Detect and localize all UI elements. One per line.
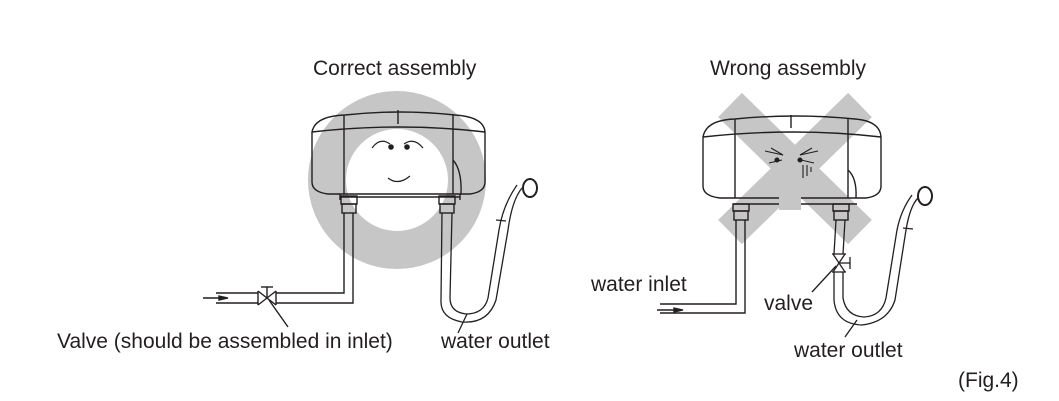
- wrong-assembly-diagram: [657, 92, 933, 338]
- correct-water-outlet-label: water outlet: [441, 330, 550, 353]
- outlet-hose: [440, 178, 538, 334]
- crying-face-icon: [764, 147, 819, 178]
- inlet-pipe: [657, 220, 746, 314]
- correct-assembly-diagram: [203, 91, 538, 334]
- rejection-cross-icon: [718, 92, 872, 245]
- water-heater: [311, 110, 486, 214]
- smiling-face-icon: [371, 140, 424, 183]
- valve-inlet-label: Valve (should be assembled in inlet): [57, 330, 393, 353]
- wrong-water-outlet-label: water outlet: [794, 339, 903, 362]
- wrong-assembly-title: Wrong assembly: [710, 57, 867, 80]
- wrong-valve-label: valve: [764, 292, 814, 315]
- water-heater: [702, 115, 882, 221]
- correct-assembly-title: Correct assembly: [313, 57, 477, 80]
- figure-caption: (Fig.4): [958, 369, 1019, 392]
- water-inlet-label: water inlet: [591, 273, 687, 296]
- inlet-pipe: [203, 213, 354, 328]
- approval-circle-icon: [308, 91, 486, 269]
- outlet-hose: [811, 186, 933, 338]
